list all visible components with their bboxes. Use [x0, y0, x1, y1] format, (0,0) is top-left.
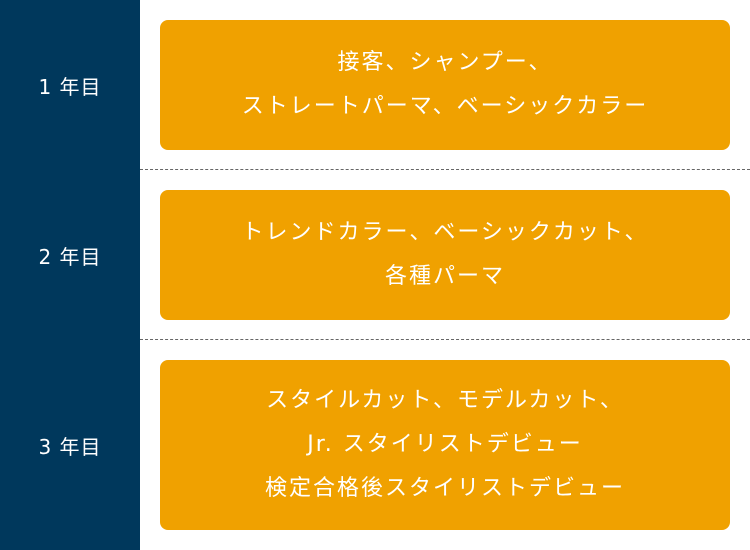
step-line: 各種パーマ: [384, 264, 505, 289]
step-line: Jr. スタイリストデビュー: [307, 432, 583, 457]
step-row: 1 年目 接客、シャンプー、 ストレートパーマ、ベーシックカラー: [0, 0, 750, 170]
step-box: スタイルカット、モデルカット、 Jr. スタイリストデビュー 検定合格後スタイリ…: [160, 360, 730, 530]
row-divider: [140, 339, 750, 340]
year-label: 2 年目: [38, 244, 102, 269]
step-line: スタイルカット、モデルカット、: [266, 388, 624, 413]
year-sidebar: [0, 0, 140, 550]
step-box: トレンドカラー、ベーシックカット、 各種パーマ: [160, 190, 730, 320]
step-line: 検定合格後スタイリストデビュー: [264, 476, 625, 501]
step-row: 3 年目 スタイルカット、モデルカット、 Jr. スタイリストデビュー 検定合格…: [0, 340, 750, 550]
year-label: 3 年目: [38, 434, 102, 459]
row-divider: [140, 169, 750, 170]
step-line: トレンドカラー、ベーシックカット、: [241, 220, 649, 245]
year-label: 1 年目: [38, 74, 102, 99]
step-row: 2 年目 トレンドカラー、ベーシックカット、 各種パーマ: [0, 170, 750, 340]
step-line: 接客、シャンプー、: [337, 50, 553, 75]
step-box: 接客、シャンプー、 ストレートパーマ、ベーシックカラー: [160, 20, 730, 150]
step-line: ストレートパーマ、ベーシックカラー: [241, 94, 649, 119]
